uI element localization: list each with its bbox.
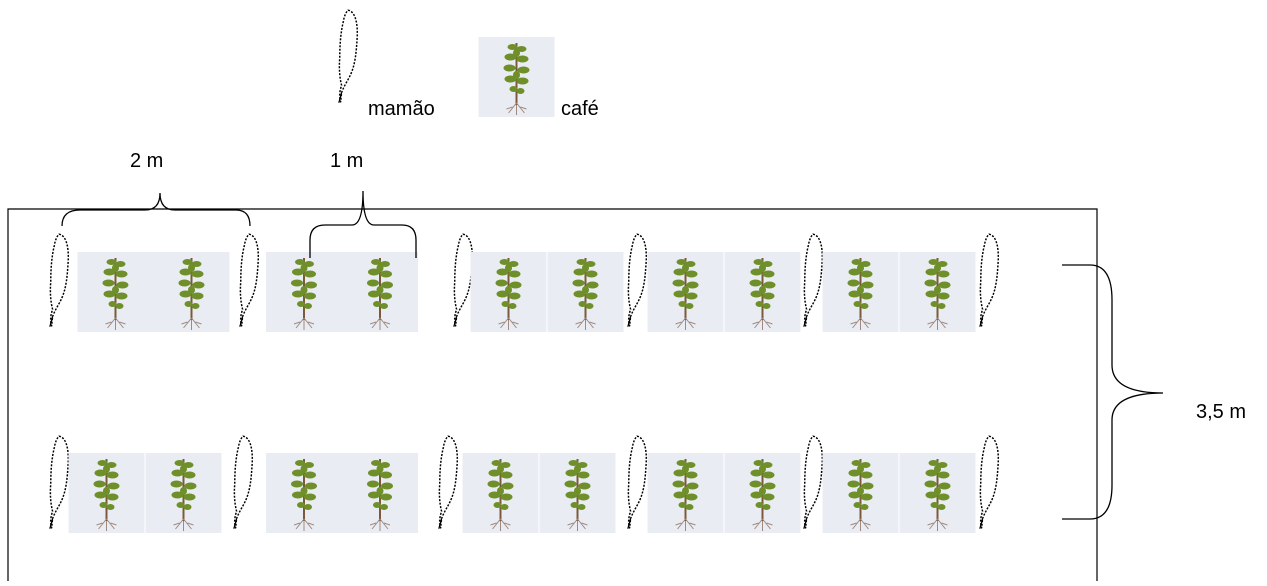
coffee-row1-5: [470, 252, 547, 332]
coffee-row1-2: [153, 252, 230, 332]
papaya-row2-1: [49, 435, 70, 530]
papaya-row2-3: [438, 435, 459, 530]
papaya-row1-5: [803, 233, 824, 328]
coffee-row2-6: [539, 453, 616, 533]
coffee-row2-9: [822, 453, 899, 533]
coffee-row1-6: [547, 252, 624, 332]
papaya-row1-4: [627, 233, 648, 328]
brace-2m: [61, 192, 251, 227]
coffee-row1-1: [77, 252, 154, 332]
papaya-row2-4: [627, 435, 648, 530]
brace-3-5m: [1062, 264, 1164, 520]
coffee-row1-7: [647, 252, 724, 332]
legend-papaya-label: mamão: [368, 98, 435, 120]
coffee-row2-3: [266, 453, 342, 533]
papaya-row2-6: [979, 435, 1000, 530]
brace-1m: [309, 190, 417, 258]
legend-coffee-label: café: [561, 98, 599, 120]
coffee-row1-8: [724, 252, 801, 332]
coffee-row2-1: [68, 453, 145, 533]
papaya-row2-5: [803, 435, 824, 530]
coffee-row2-8: [724, 453, 801, 533]
legend-papaya-icon: [338, 9, 359, 104]
coffee-row2-10: [899, 453, 976, 533]
coffee-row2-2: [145, 453, 222, 533]
coffee-row1-3: [266, 252, 342, 332]
coffee-row2-4: [342, 453, 418, 533]
coffee-row1-4: [342, 252, 418, 332]
coffee-row2-7: [647, 453, 724, 533]
papaya-spacing-label: 2 m: [130, 150, 164, 172]
legend-coffee-icon: [478, 37, 555, 117]
coffee-row1-9: [822, 252, 899, 332]
papaya-row2-2: [233, 435, 254, 530]
papaya-row1-3: [453, 233, 474, 328]
field-border: [7, 208, 1098, 582]
papaya-row1-6: [979, 233, 1000, 328]
coffee-row1-10: [899, 252, 976, 332]
papaya-row1-1: [49, 233, 70, 328]
coffee-spacing-label: 1 m: [330, 150, 364, 172]
papaya-row1-2: [239, 233, 260, 328]
row-spacing-label: 3,5 m: [1196, 401, 1247, 423]
coffee-row2-5: [462, 453, 539, 533]
